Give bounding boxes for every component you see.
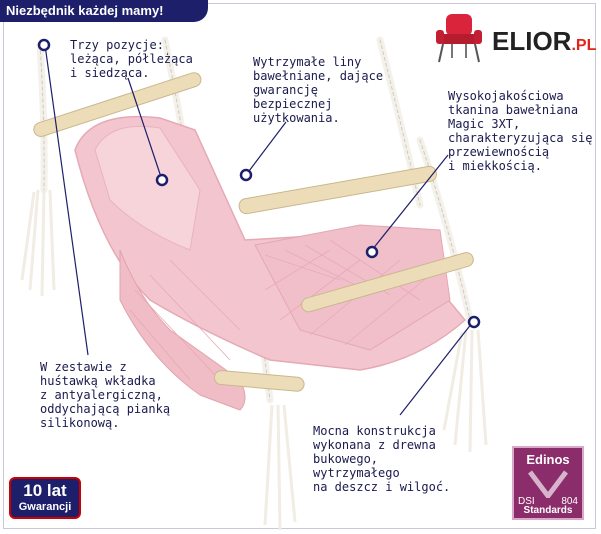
check-icon: [528, 470, 568, 498]
brand-name: ELIOR: [492, 26, 572, 56]
cert-name: Edinos: [526, 452, 570, 467]
warranty-years: 10 lat: [23, 481, 67, 500]
cert-number: 804: [561, 496, 578, 507]
callout-ropes: Wytrzymałe liny bawełniane, dające gwara…: [253, 55, 384, 125]
chair-icon: [436, 14, 482, 63]
tagline-text: Niezbędnik każdej mamy!: [6, 3, 164, 18]
cert-standards: Standards: [523, 505, 573, 516]
brand-logo[interactable]: ELIOR.PL: [492, 26, 596, 57]
page-frame: [3, 3, 596, 529]
callout-construction: Mocna konstrukcja wykonana z drewna buko…: [313, 424, 451, 494]
callout-dots: [37, 38, 481, 329]
tassels: [20, 189, 488, 531]
wooden-bars: [33, 72, 474, 392]
callout-fabric: Wysokojakościowa tkanina bawełniana Magi…: [448, 89, 593, 173]
certificate-badge: Edinos DSI 804 Standards: [512, 446, 584, 520]
callout-positions: Trzy pozycje: leżąca, półleżąca i siedzą…: [70, 38, 193, 80]
brand-suffix: .PL: [571, 37, 597, 54]
warranty-badge: 10 lat Gwarancji: [9, 477, 81, 519]
callout-pointers: [44, 44, 473, 416]
callout-insert: W zestawie z huśtawką wkładka z antyaler…: [40, 360, 171, 430]
warranty-label: Gwarancji: [18, 501, 72, 513]
tagline-banner: Niezbędnik każdej mamy!: [0, 0, 208, 22]
cert-dsi: DSI: [518, 496, 535, 507]
